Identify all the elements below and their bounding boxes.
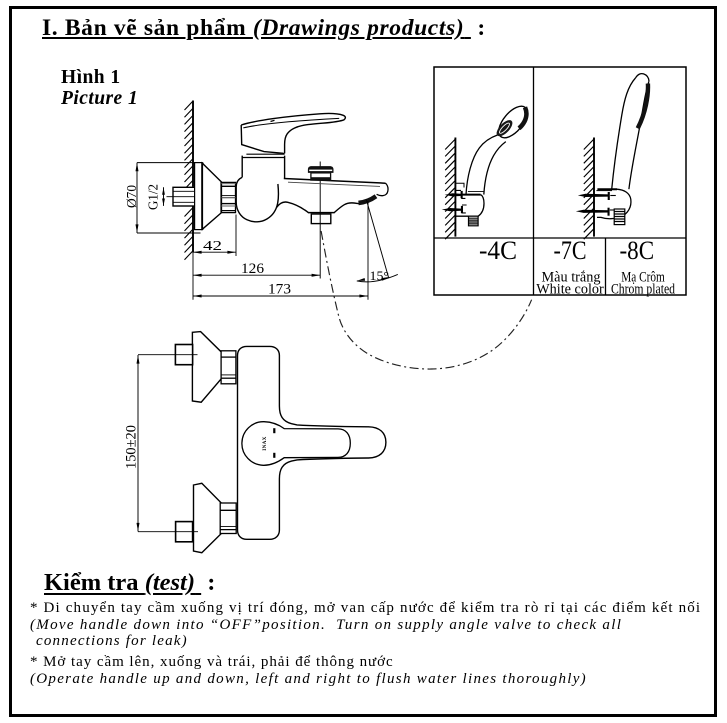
svg-text:42: 42 [203, 239, 222, 254]
svg-text:150±20: 150±20 [124, 425, 140, 469]
svg-text:-4C: -4C [479, 236, 517, 265]
svg-text:Mạ Crôm: Mạ Crôm [621, 270, 665, 286]
svg-text:15°: 15° [370, 268, 390, 283]
svg-text:Chrom plated: Chrom plated [611, 282, 675, 298]
svg-text:-8C: -8C [620, 236, 655, 265]
svg-text:Ø70: Ø70 [124, 185, 139, 208]
svg-text:Màu trắng: Màu trắng [542, 270, 601, 286]
svg-text:White color: White color [536, 282, 604, 298]
svg-text:INAX: INAX [262, 436, 268, 450]
svg-text:-7C: -7C [554, 236, 587, 265]
svg-text:G1/2: G1/2 [147, 184, 162, 210]
svg-text:126: 126 [241, 261, 265, 277]
svg-text:173: 173 [268, 282, 291, 298]
